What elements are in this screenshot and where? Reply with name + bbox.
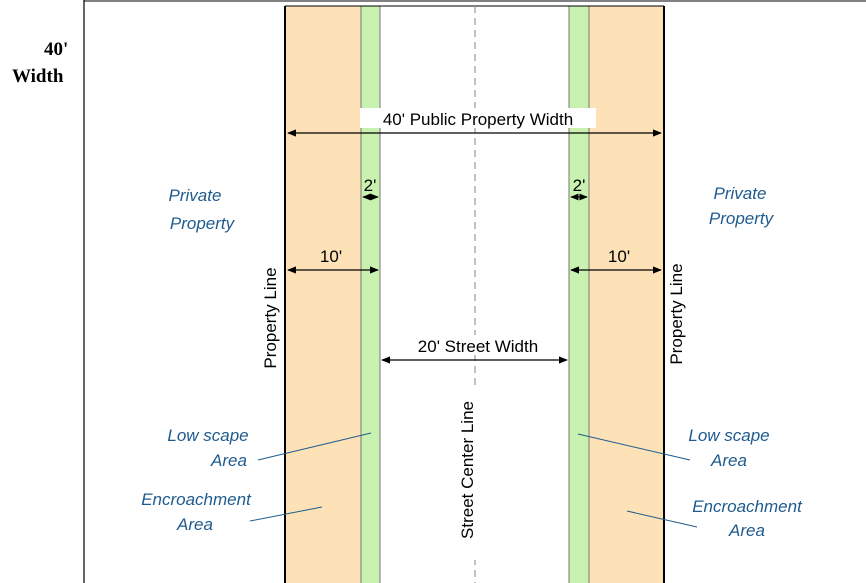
property-line-left-label-bg bbox=[258, 258, 280, 380]
lowscape-area-left-line2: Area bbox=[210, 451, 247, 470]
encroachment-width-right-label: 10' bbox=[608, 247, 630, 266]
street-width-label-bg bbox=[402, 335, 552, 355]
encroachment-width-left-label: 10' bbox=[320, 247, 342, 266]
encroachment-area-left-line2: Area bbox=[176, 515, 213, 534]
lowscape-area-right-line2: Area bbox=[710, 451, 747, 470]
lowscape-strip-right bbox=[569, 6, 589, 583]
lowscape-area-left-line1: Low scape bbox=[167, 426, 248, 445]
private-property-left-line1: Private bbox=[169, 186, 222, 205]
lowscape-area-right-line1: Low scape bbox=[688, 426, 769, 445]
private-property-right-line2: Property bbox=[709, 209, 775, 228]
lowscape-width-left-label: 2' bbox=[364, 176, 377, 195]
encroachment-left-leader-line bbox=[249, 506, 323, 522]
lowscape-left-leader-line bbox=[257, 432, 372, 461]
encroachment-area-left-line1: Encroachment bbox=[141, 490, 252, 509]
encroachment-right-leader-line bbox=[626, 510, 698, 528]
street-width-label: 20' Street Width bbox=[418, 337, 538, 356]
encroachment-area-left bbox=[285, 6, 361, 583]
public-property-width-label: 40' Public Property Width bbox=[383, 110, 573, 129]
property-line-right-label-bg bbox=[665, 255, 687, 377]
property-line-left-label: Property Line bbox=[261, 267, 280, 368]
encroachment-area-right-line2: Area bbox=[728, 521, 765, 540]
street-center-line-label: Street Center Line bbox=[458, 401, 477, 539]
encroachment-area-right bbox=[589, 6, 664, 583]
lowscape-strip-left bbox=[361, 6, 380, 583]
public-property-width-label-bg bbox=[360, 108, 596, 128]
width-header-line2: Width bbox=[12, 66, 64, 87]
private-property-left-line2: Property bbox=[170, 214, 236, 233]
width-header-line1: 40' bbox=[44, 39, 68, 60]
private-property-right-line1: Private bbox=[714, 184, 767, 203]
street-center-line-label-bg bbox=[457, 385, 479, 560]
lowscape-right-leader-line bbox=[577, 433, 691, 461]
property-line-right-label: Property Line bbox=[667, 263, 686, 364]
encroachment-area-right-line1: Encroachment bbox=[692, 497, 803, 516]
lowscape-width-right-label: 2' bbox=[573, 176, 586, 195]
